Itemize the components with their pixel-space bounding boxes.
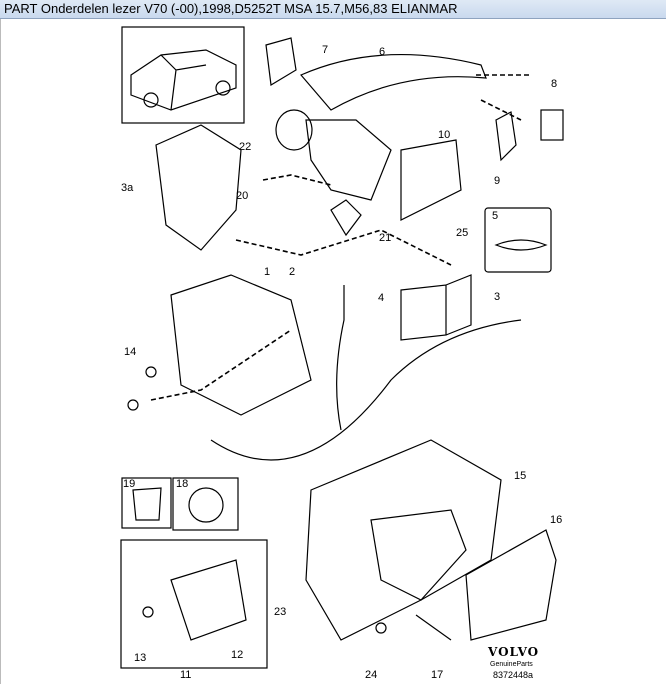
inner-handle (370, 509, 467, 601)
part-5 (494, 239, 548, 251)
screw-14b (127, 399, 139, 411)
part-21 (330, 199, 362, 237)
callout-15: 15 (514, 470, 527, 482)
callout-5: 5 (492, 210, 499, 222)
striker-11 (170, 559, 247, 641)
callout-22: 22 (239, 141, 252, 153)
callout-6: 6 (379, 46, 386, 58)
part-22 (275, 109, 313, 151)
callout-2: 2 (289, 266, 296, 278)
cable-3 (210, 319, 522, 461)
callout-7: 7 (322, 44, 329, 56)
screw-24 (375, 622, 387, 634)
callout-16: 16 (550, 514, 563, 526)
callout-21: 21 (379, 232, 392, 244)
part-8 (540, 109, 564, 141)
window-title-bar: PART Onderdelen lezer V70 (-00),1998,D52… (0, 0, 666, 19)
handle-bracket (305, 119, 392, 201)
lock-1 (170, 274, 312, 416)
callout-4: 4 (378, 292, 385, 304)
callout-24: 24 (365, 669, 378, 681)
genuine-parts-label: GenuineParts (490, 661, 533, 668)
screw-14a (145, 366, 157, 378)
callout-14: 14 (124, 346, 137, 358)
part-9 (495, 111, 517, 162)
cover-3a (155, 124, 242, 251)
parts-drawing (120, 26, 564, 669)
callout-3: 3 (494, 291, 501, 303)
callout-10: 10 (438, 129, 451, 141)
callout-3a: 3a (121, 182, 134, 194)
callout-11: 11 (180, 669, 192, 681)
car-outline (130, 49, 237, 111)
panel-15-23 (305, 439, 502, 641)
callout-20: 20 (236, 190, 249, 202)
part-19-box (121, 477, 172, 529)
pin-17 (415, 614, 452, 641)
callout-13: 13 (134, 652, 147, 664)
car-inset-box (121, 26, 245, 124)
outer-handle (300, 53, 487, 111)
part-18 (188, 487, 224, 523)
part-5-box (484, 207, 552, 273)
part-19 (132, 487, 162, 521)
callout-25: 25 (456, 227, 469, 239)
volvo-logo: VOLVO (488, 645, 540, 659)
callout-8: 8 (551, 78, 558, 90)
callout-23: 23 (274, 606, 287, 618)
part-25 (400, 274, 472, 341)
part-18-box (172, 477, 239, 531)
callout-19: 19 (123, 478, 136, 490)
part-10 (400, 139, 462, 221)
part-7 (265, 37, 297, 86)
parts-diagram: 7 6 8 22 10 3a 9 20 5 21 25 1 2 4 3 14 1… (0, 19, 666, 684)
callout-17: 17 (431, 669, 444, 681)
part-11-box (120, 539, 268, 669)
callout-1: 1 (264, 266, 271, 278)
callout-9: 9 (494, 175, 501, 187)
escutcheon-16 (465, 529, 557, 641)
window-title: PART Onderdelen lezer V70 (-00),1998,D52… (4, 1, 458, 16)
callout-18: 18 (176, 478, 189, 490)
rod-4 (336, 285, 345, 431)
screw-13 (142, 606, 154, 618)
drawing-code: 8372448a (493, 670, 534, 680)
callout-12: 12 (231, 649, 244, 661)
